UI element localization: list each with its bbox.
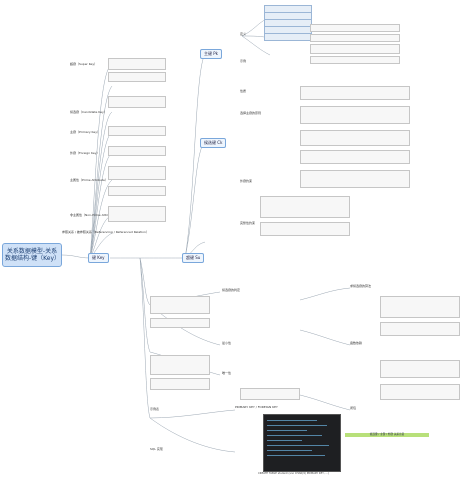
right-top-2[interactable]: 性质 [240, 89, 247, 93]
left-node-6[interactable]: 参照关系 / 被参照关系（Referencing / Referenced Re… [62, 230, 149, 234]
right-top-4[interactable]: 外键约束 [240, 179, 253, 183]
code-line [267, 455, 325, 456]
mid-detail-box [380, 322, 460, 336]
right-detail-box [300, 106, 410, 124]
code-caption: CREATE TABLE student (sno CHAR(9) PRIMAR… [258, 472, 329, 475]
sample-table-stack [264, 5, 312, 43]
code-line [267, 440, 302, 441]
right-mid-0[interactable]: 候选键的判定 [222, 288, 241, 292]
right-top-5[interactable]: 完整性约束 [240, 221, 256, 225]
left-detail-box [108, 166, 166, 180]
left-detail-box [108, 58, 166, 70]
code-line [267, 435, 322, 436]
mid-detail-box [150, 378, 210, 390]
right-detail-box [260, 196, 350, 218]
left-node-0[interactable]: 超键（Super Key） [70, 62, 98, 66]
right-detail-box [300, 86, 410, 100]
code-screenshot [263, 414, 341, 472]
hub-primary-label: 主键 Pk [204, 51, 218, 56]
highlight-tag[interactable]: 候选键 / 主键 / 外键 关系示意 [345, 433, 429, 437]
left-detail-box [108, 126, 166, 136]
right-mid-4[interactable]: 函数依赖 [350, 341, 363, 345]
right-top-3[interactable]: 选择主键的原则 [240, 111, 262, 115]
bottom-node-1[interactable]: SQL 实现 [150, 447, 163, 451]
mid-detail-box [240, 388, 300, 400]
hub-primary[interactable]: 主键 Pk [200, 49, 222, 59]
hub-super-key-label: 超键 Su [186, 255, 201, 260]
left-node-5[interactable]: 非主属性（Non-Prime Attribute） [70, 213, 118, 217]
right-detail-box [300, 130, 410, 146]
left-detail-box [108, 146, 166, 156]
right-mid-2[interactable]: 唯一性 [222, 371, 232, 375]
right-top-1[interactable]: 示例 [240, 59, 247, 63]
left-detail-box [108, 72, 166, 82]
stack-row [264, 33, 312, 41]
right-mid-1[interactable]: 最小性 [222, 341, 232, 345]
right-detail-box [300, 150, 410, 164]
mid-detail-box [150, 296, 210, 314]
right-detail-box [310, 24, 400, 32]
left-node-3[interactable]: 外键（Foreign Key） [70, 151, 100, 155]
hub-key[interactable]: 键 Key [88, 253, 109, 263]
mid-detail-box [150, 355, 210, 375]
mid-detail-box [380, 384, 460, 400]
code-line [267, 420, 317, 421]
right-detail-box [310, 44, 400, 54]
hub-super-key[interactable]: 超键 Su [182, 253, 205, 263]
right-detail-box [300, 170, 410, 188]
right-mid-3[interactable]: 求候选键的算法 [350, 284, 372, 288]
mid-detail-box [150, 318, 210, 328]
bottom-node-0[interactable]: 示例表 [150, 407, 160, 411]
right-detail-box [310, 56, 400, 64]
mid-detail-box [380, 360, 460, 378]
root-node[interactable]: 关系数据模型-关系数据结构-键（Key） [2, 243, 62, 267]
left-node-1[interactable]: 候选键（Candidate Key） [70, 110, 107, 114]
code-line [267, 430, 307, 431]
right-top-0[interactable]: 定义 [240, 32, 247, 36]
hub-key-label: 键 Key [92, 255, 105, 260]
right-detail-box [260, 222, 350, 236]
right-detail-box [310, 34, 400, 42]
left-detail-box [108, 206, 166, 222]
code-line [267, 425, 327, 426]
bottom-node-2[interactable]: PRIMARY KEY / FOREIGN KEY [235, 405, 278, 409]
code-line [267, 450, 312, 451]
left-detail-box [108, 186, 166, 196]
hub-candidate[interactable]: 候选键 Ck [200, 138, 227, 148]
left-detail-box [108, 96, 166, 108]
code-line [267, 445, 329, 446]
left-node-4[interactable]: 主属性（Prime Attribute） [70, 178, 108, 182]
right-mid-5[interactable]: 闭包 [350, 406, 357, 410]
root-title: 关系数据模型-关系数据结构-键（Key） [5, 248, 61, 262]
hub-candidate-label: 候选键 Ck [204, 140, 223, 145]
mid-detail-box [380, 296, 460, 318]
left-node-2[interactable]: 主键（Primary Key） [70, 130, 100, 134]
